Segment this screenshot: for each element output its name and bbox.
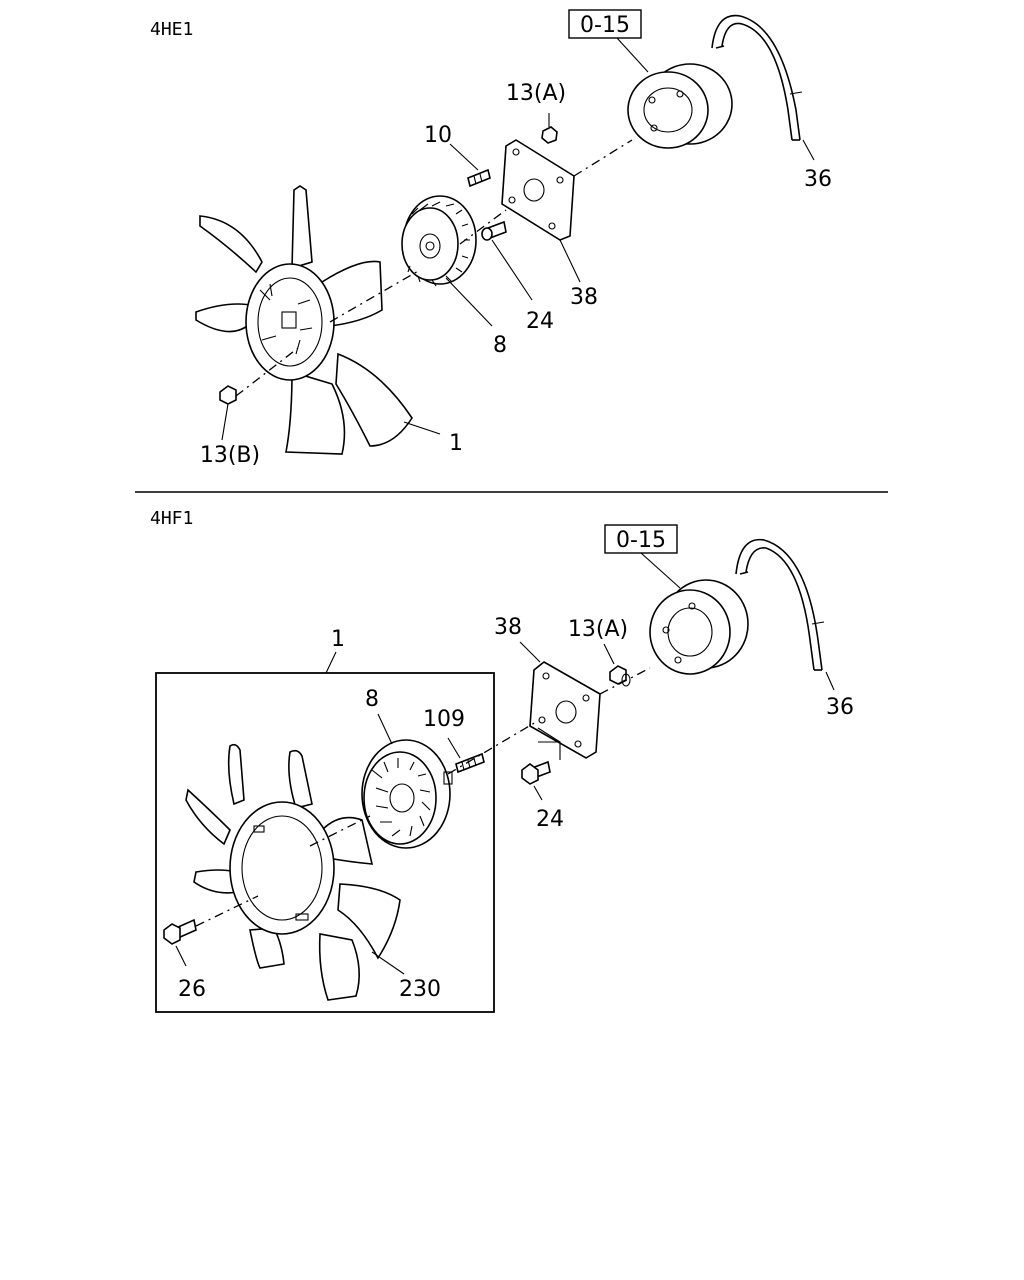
- v-belt: [711, 14, 803, 141]
- callout-stud: 109: [423, 707, 465, 732]
- water-pump-pulley: [627, 63, 733, 149]
- callout-nut-a: 13(A): [568, 617, 628, 642]
- fan-blade-230: [185, 743, 401, 1001]
- callout-belt: 36: [804, 167, 832, 192]
- section-header: 4HF1: [150, 508, 193, 529]
- section-4he1: 4HE1 0-15 36 13(A): [150, 9, 832, 468]
- callout-fan-blade: 230: [399, 977, 441, 1002]
- ref-box-label: 0-15: [616, 528, 666, 553]
- bracket-plate-38: [529, 661, 601, 759]
- bolt-24: [481, 220, 507, 241]
- callout-bracket: 38: [570, 285, 598, 310]
- v-belt: [735, 538, 825, 671]
- callout-nut-b: 13(B): [200, 443, 260, 468]
- callout-bolt: 24: [526, 309, 554, 334]
- callout-clutch: 8: [365, 687, 379, 712]
- stud-109: [455, 752, 485, 774]
- callout-clutch: 8: [493, 333, 507, 358]
- fan-clutch-8: [401, 195, 477, 287]
- callout-belt: 36: [826, 695, 854, 720]
- fan-assembly-frame: [155, 672, 495, 1013]
- section-4hf1: 4HF1 0-15 36: [150, 508, 854, 1013]
- bolt-24: [521, 760, 551, 785]
- callout-bolt: 24: [536, 807, 564, 832]
- bracket-plate-38: [501, 139, 575, 241]
- stud-10: [467, 168, 491, 188]
- callout-fan: 1: [449, 431, 463, 456]
- callout-nut-a: 13(A): [506, 81, 566, 106]
- callout-fan-assembly: 1: [331, 627, 345, 652]
- cooling-fan-1: [195, 185, 413, 455]
- callout-bolt-26: 26: [178, 977, 206, 1002]
- water-pump-pulley: [649, 579, 749, 675]
- nut-13a: [541, 126, 558, 144]
- callout-bracket: 38: [494, 615, 522, 640]
- ref-box-label: 0-15: [580, 13, 630, 38]
- fan-clutch-8: [361, 739, 453, 849]
- ref-box-0-15[interactable]: 0-15: [568, 9, 642, 39]
- section-header: 4HE1: [150, 19, 193, 40]
- nut-13b: [219, 385, 237, 405]
- bolt-26: [163, 918, 197, 945]
- ref-box-0-15[interactable]: 0-15: [604, 524, 678, 554]
- callout-stud: 10: [424, 123, 452, 148]
